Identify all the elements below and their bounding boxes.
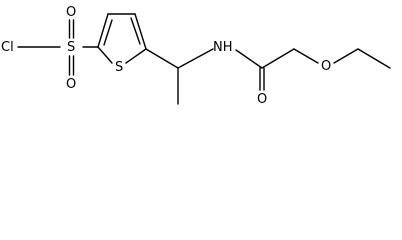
bond-n-co [235,49,263,69]
atom-label-sulfonyl-sulfur: S [67,40,75,55]
bond-c5-c4 [134,13,147,50]
bond-c2-s1 [97,46,113,64]
bond-o-ch2 [333,48,359,64]
bond-c3-c2-inner [103,19,113,46]
bond-ch2-o [293,48,319,64]
atom-label-chlorine: Cl [1,40,14,55]
bond-ch-n [177,48,214,69]
chemical-structure-diagram: Cl S O O S NH O O [1,5,391,107]
bond-c5-c4-inner [130,17,141,45]
bond-s1-c5 [125,48,147,64]
atom-label-amide-nitrogen: NH [213,40,233,55]
atom-labels: Cl S O O S NH O O [1,5,331,107]
bond-c3-c2 [97,13,109,48]
atom-label-carbonyl-oxygen: O [257,92,267,107]
atom-label-sulfonyl-oxygen-bottom: O [66,77,76,92]
atom-label-ether-oxygen: O [321,59,331,74]
bond-co-ch2 [261,48,295,69]
bond-c5-ch [145,48,179,69]
atom-label-sulfonyl-oxygen-top: O [66,5,76,20]
atom-label-ring-sulfur: S [115,60,123,75]
bonds [17,13,391,105]
bond-ch2-ch3 [357,48,391,69]
